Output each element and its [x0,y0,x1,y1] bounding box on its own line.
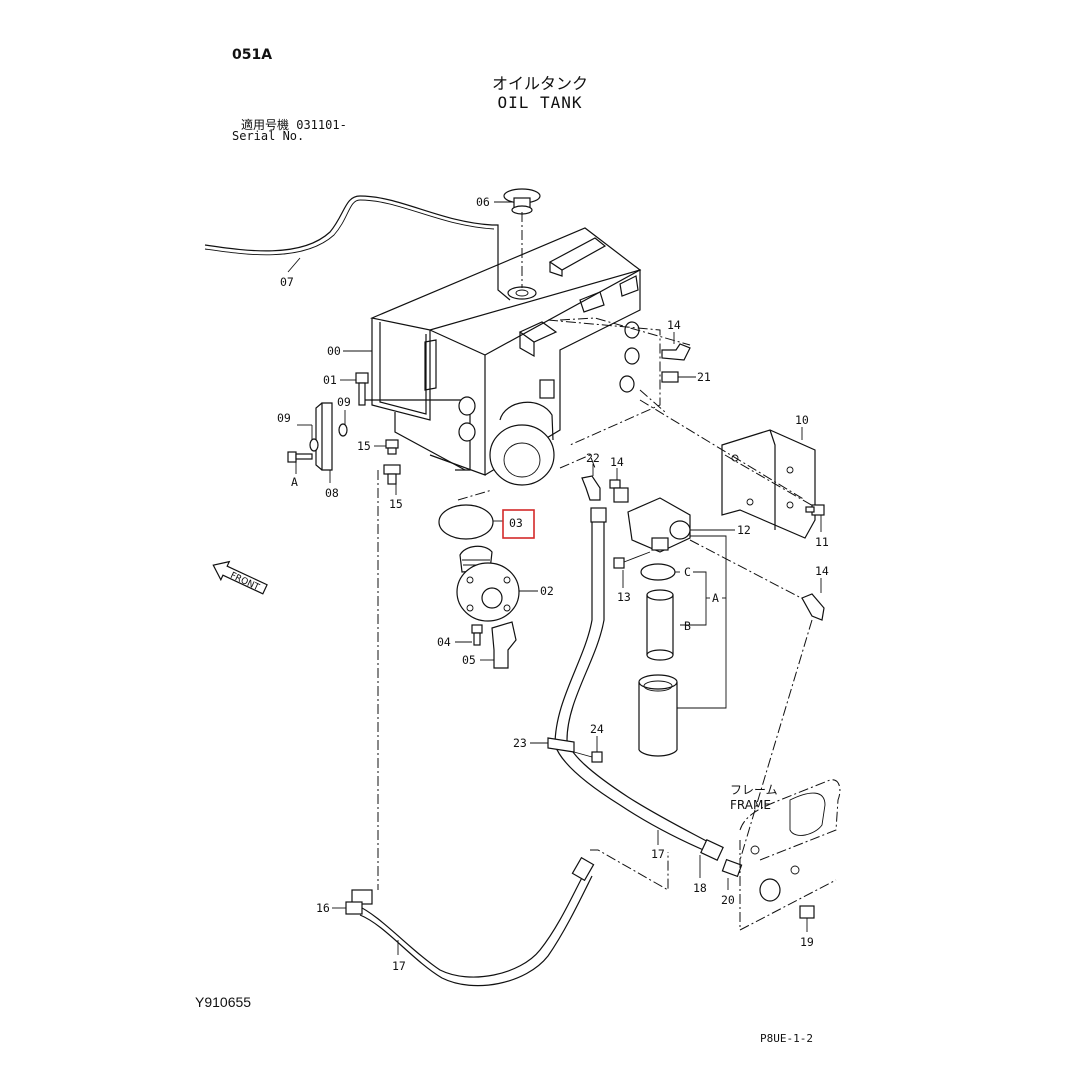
group-label-A-filter: A [712,591,719,605]
bolt-01[interactable] [355,372,369,406]
callout-14-right: 14 [815,564,829,578]
callout-highlight-box [502,509,535,539]
plug-19[interactable] [799,905,815,919]
callout-24: 24 [590,722,604,736]
filter-head-12[interactable] [627,497,691,553]
callout-21: 21 [697,370,711,384]
fitting-21[interactable] [661,371,679,383]
bolt-A[interactable] [287,451,313,463]
callout-17-lower: 17 [392,959,406,973]
bracket-08[interactable] [315,402,333,471]
callout-22: 22 [586,451,600,465]
callout-07: 07 [280,275,294,289]
callout-01: 01 [323,373,337,387]
frame-label: FRAME [730,798,771,812]
callout-18: 18 [693,881,707,895]
fitting-15-lower[interactable] [383,464,401,485]
serial-range-label: 適用号機 031101- [241,118,347,132]
callout-14-mid: 14 [610,455,624,469]
page-title: OIL TANK [497,93,583,112]
callout-02: 02 [540,584,554,598]
breather-hose[interactable] [204,195,511,301]
page-code: 051A [232,47,273,63]
callout-04: 04 [437,635,451,649]
group-label-B: B [684,619,691,633]
group-label-A: A [291,475,298,489]
page-title-japanese: オイルタンク [491,74,588,93]
elbow-05[interactable] [491,621,517,669]
hose-17-upper[interactable] [554,507,724,861]
fitting-16[interactable] [345,889,373,915]
sheet-code: P8UE-1-2 [760,1032,813,1045]
callout-23: 23 [513,736,527,750]
callout-05: 05 [462,653,476,667]
callout-11: 11 [815,535,829,549]
callout-10: 10 [795,413,809,427]
filter-element-B[interactable] [646,589,674,661]
callout-20: 20 [721,893,735,907]
hose-17-lower[interactable] [355,856,595,987]
group-label-C: C [684,565,691,579]
bolt-04[interactable] [471,624,483,646]
callout-09-left: 09 [277,411,291,425]
clamp-23[interactable] [547,737,575,753]
elbow-14-top[interactable] [661,343,691,361]
elbow-22[interactable] [581,475,601,501]
callout-06: 06 [476,195,490,209]
bolt-11[interactable] [805,504,825,516]
fitting-20[interactable] [721,858,743,878]
callout-15-upper: 15 [357,439,371,453]
callout-15-lower: 15 [389,497,403,511]
filler-cap[interactable] [503,188,541,300]
gasket-03[interactable] [438,504,494,540]
elbow-14-right[interactable] [801,593,825,621]
front-arrow: FRONT [212,560,268,595]
bolt-13[interactable] [613,551,651,569]
bolt-24[interactable] [573,751,603,763]
frame-label-japanese: フレーム [730,783,778,797]
filter-oring-C[interactable] [640,563,676,581]
callout-08: 08 [325,486,339,500]
flange-02[interactable] [456,562,520,622]
bracket-10[interactable] [721,429,816,539]
callout-16: 16 [316,901,330,915]
callout-09-right: 09 [337,395,351,409]
callout-00: 00 [327,344,341,358]
callout-19: 19 [800,935,814,949]
callout-14-top: 14 [667,318,681,332]
document-id: Y910655 [195,994,252,1010]
fitting-15-upper[interactable] [385,439,399,455]
callout-12: 12 [737,523,751,537]
callout-13: 13 [617,590,631,604]
washer-09[interactable] [309,423,348,452]
oil-tank[interactable] [360,227,642,486]
callout-17-upper: 17 [651,847,665,861]
fitting-14-mid[interactable] [609,479,629,503]
frame [739,779,841,931]
filter-case[interactable] [638,674,678,757]
callout-03: 03 [509,516,523,530]
serial-label: Serial No. [232,129,305,143]
